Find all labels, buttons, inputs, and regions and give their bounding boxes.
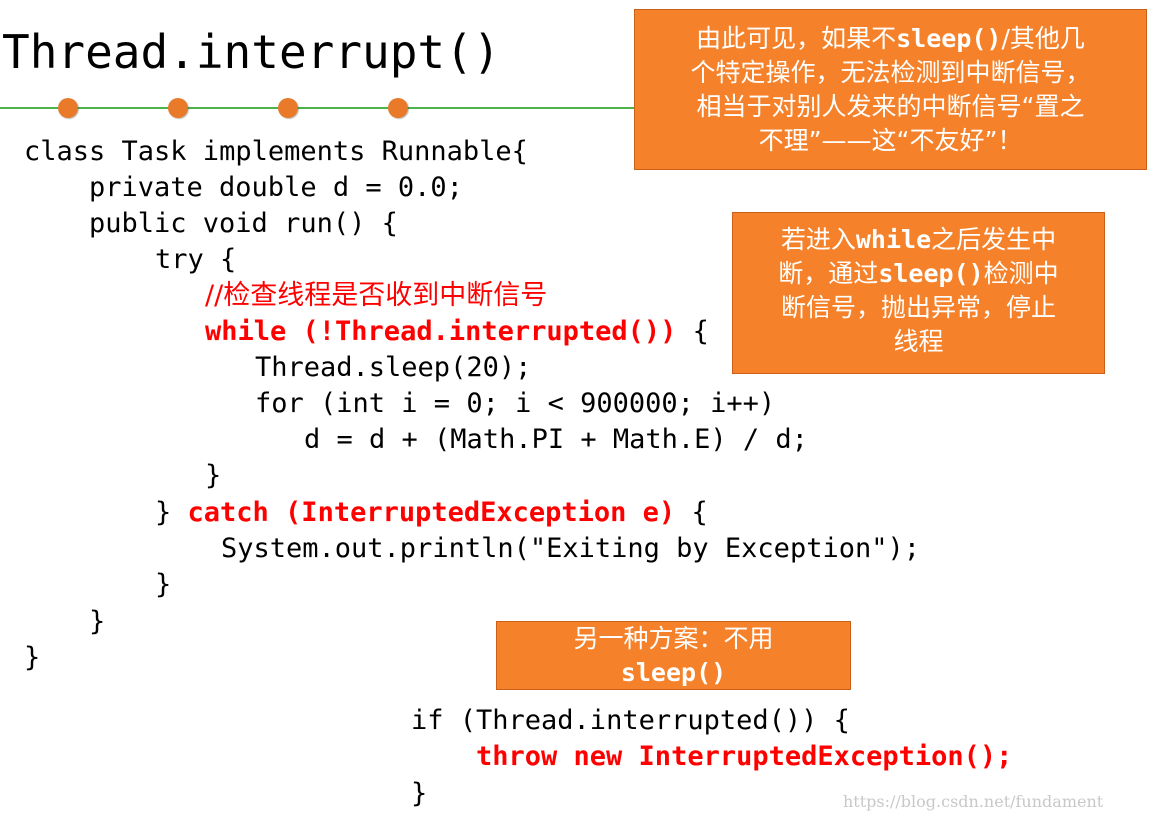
divider-dot <box>58 98 78 118</box>
code-line: } <box>411 778 428 809</box>
slide-title: Thread.interrupt() <box>2 25 501 79</box>
callout-line: 线程 <box>893 327 944 356</box>
divider-dot <box>388 98 408 118</box>
while-condition: while (!Thread.interrupted()) <box>205 316 677 347</box>
code-line: public void run() { <box>89 208 398 239</box>
callout-line: 断信号，抛出异常，停止 <box>780 293 1056 322</box>
catch-clause: catch (InterruptedException e) <box>171 497 676 528</box>
code-brace: } <box>155 497 172 528</box>
code-line: class Task implements Runnable{ <box>24 136 528 167</box>
watermark: https://blog.csdn.net/fundament <box>843 792 1104 811</box>
callout-no-sleep: 由此可见，如果不sleep()/其他几 个特定操作，无法检测到中断信号， 相当于… <box>634 9 1147 170</box>
code-line: System.out.println("Exiting by Exception… <box>221 533 920 564</box>
callout-line: 另一种方案：不用 <box>573 624 774 653</box>
callout-line: 若进入while之后发生中 <box>780 225 1057 254</box>
code-line: d = d + (Math.PI + Math.E) / d; <box>304 424 808 455</box>
code-line: } catch (InterruptedException e) { <box>155 495 708 531</box>
title-divider <box>0 107 640 109</box>
callout-line: 由此可见，如果不sleep()/其他几 <box>696 24 1085 53</box>
callout-line: 个特定操作，无法检测到中断信号， <box>690 58 1091 87</box>
code-comment: //检查线程是否收到中断信号 <box>205 280 548 311</box>
divider-dot <box>168 98 188 118</box>
code-line: } <box>155 569 172 600</box>
code-line: } <box>205 460 222 491</box>
code-line: private double d = 0.0; <box>89 172 463 203</box>
callout-line: 相当于对别人发来的中断信号“置之 <box>696 92 1085 121</box>
throw-statement: throw new InterruptedException(); <box>476 741 1013 772</box>
code-line: for (int i = 0; i < 900000; i++) <box>255 388 776 419</box>
code-line: } <box>89 606 106 637</box>
callout-while-sleep: 若进入while之后发生中 断，通过sleep()检测中 断信号，抛出异常，停止… <box>732 212 1105 374</box>
callout-line: 不理”——这“不友好”！ <box>758 126 1023 155</box>
callout-line: 断，通过sleep()检测中 <box>778 259 1059 288</box>
divider-dot <box>278 98 298 118</box>
code-line: } <box>24 642 41 673</box>
code-line: Thread.sleep(20); <box>255 352 532 383</box>
callout-alternative: 另一种方案：不用 sleep() <box>496 621 851 690</box>
callout-line: sleep() <box>620 658 727 687</box>
code-line: if (Thread.interrupted()) { <box>411 705 850 736</box>
code-brace: { <box>676 316 709 347</box>
code-brace: { <box>675 497 708 528</box>
code-line: try { <box>155 244 237 275</box>
code-line: while (!Thread.interrupted()) { <box>205 314 709 350</box>
